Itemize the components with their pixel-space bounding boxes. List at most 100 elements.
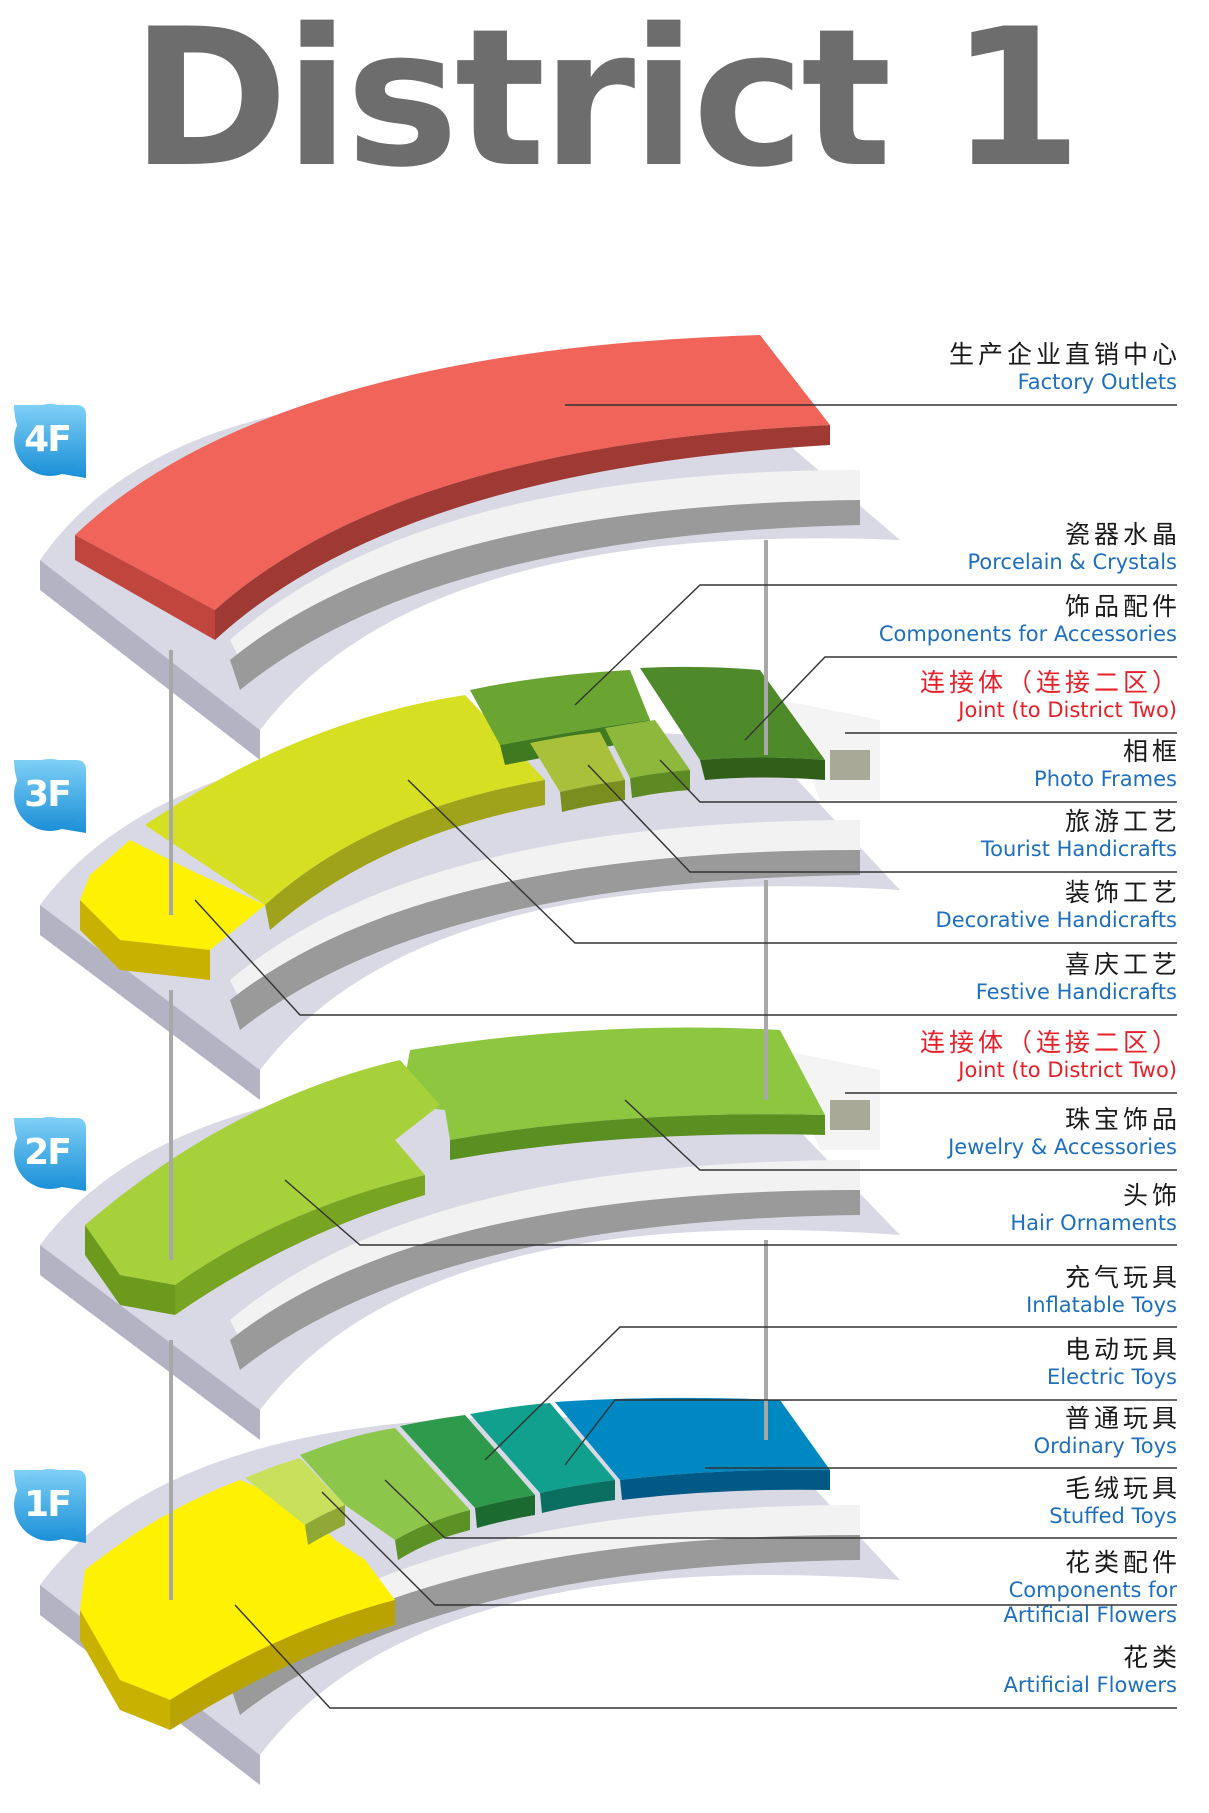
leader-components-accessories — [744, 656, 1177, 741]
label-en: Stuffed Toys — [1049, 1504, 1177, 1528]
floor-3f-base-side — [40, 905, 260, 1100]
label-inflatable-toys: 充气玩具 Inflatable Toys — [1026, 1263, 1177, 1318]
zone-inflatable-toys-front — [475, 1495, 535, 1528]
leader-jewelry — [624, 1099, 1177, 1171]
label-en: Festive Handicrafts — [975, 980, 1177, 1004]
label-factory-outlets: 生产企业直销中心 Factory Outlets — [949, 340, 1177, 395]
floor-badge-2f-label: 2F — [24, 1132, 72, 1173]
leader-electric — [564, 1399, 1177, 1466]
floor-badge-2f: 2F — [12, 1118, 86, 1192]
label-en: Decorative Handicrafts — [935, 908, 1177, 932]
label-en: Artificial Flowers — [1003, 1673, 1178, 1697]
floor-badge-shapes — [14, 404, 86, 1543]
label-ordinary-toys: 普通玩具 Ordinary Toys — [1034, 1404, 1177, 1459]
label-cn: 头饰 — [1122, 1181, 1181, 1210]
label-cn: 喜庆工艺 — [1064, 950, 1181, 979]
floor-2f — [40, 1027, 900, 1440]
zone-decorative-handicrafts — [145, 695, 545, 905]
label-cn: 相框 — [1122, 737, 1181, 766]
leader-flower-components — [321, 1491, 1177, 1606]
label-en: Porcelain & Crystals — [967, 550, 1177, 574]
label-cn: 生产企业直销中心 — [948, 340, 1181, 369]
label-en: Components for Artificial Flowers — [1003, 1578, 1178, 1627]
leader-flowers — [234, 1604, 1177, 1709]
label-cn: 连接体（连接二区） — [919, 1028, 1181, 1057]
badge-circle-1f — [14, 1469, 86, 1541]
zone-factory-outlets-side — [75, 535, 215, 640]
zone-hair-ornaments — [85, 1060, 440, 1285]
label-en: Ordinary Toys — [1033, 1434, 1177, 1458]
badge-circle-4f — [14, 404, 86, 476]
label-photo-frames: 相框 Photo Frames — [1034, 737, 1177, 792]
leader-inflatable — [484, 1326, 1177, 1461]
zone-factory-outlets — [75, 335, 830, 610]
zone-tourist-handicrafts-front — [560, 780, 625, 812]
label-joint-2f: 连接体（连接二区） Joint (to District Two) — [920, 1028, 1177, 1083]
floor-badge-4f: 4F — [12, 405, 86, 479]
floor-2f-white-band — [230, 1160, 860, 1340]
floor-4f-grey-band — [230, 500, 860, 690]
label-cn: 电动玩具 — [1064, 1335, 1181, 1364]
label-en: Joint (to District Two) — [958, 1058, 1177, 1082]
floor-3f-white-band — [230, 820, 860, 1000]
label-porcelain-crystals: 瓷器水晶 Porcelain & Crystals — [967, 520, 1177, 575]
label-en: Jewelry & Accessories — [948, 1135, 1177, 1159]
leader-tourist — [587, 764, 1177, 873]
label-en: Factory Outlets — [1017, 370, 1177, 394]
label-stuffed-toys: 毛绒玩具 Stuffed Toys — [1049, 1474, 1177, 1529]
label-cn: 花类 — [1122, 1643, 1181, 1672]
zone-decorative-handicrafts-front — [265, 780, 545, 930]
floor-3f-joint-face — [830, 750, 870, 780]
label-components-accessories: 饰品配件 Components for Accessories — [879, 592, 1177, 647]
label-cn: 充气玩具 — [1064, 1263, 1181, 1292]
zone-flower-components — [245, 1458, 345, 1525]
label-joint-3f: 连接体（连接二区） Joint (to District Two) — [920, 668, 1177, 723]
zone-electric-toys — [470, 1403, 615, 1493]
label-decorative-handicrafts: 装饰工艺 Decorative Handicrafts — [936, 878, 1177, 933]
label-en: Joint (to District Two) — [958, 698, 1177, 722]
floor-1f — [40, 1397, 900, 1785]
label-cn: 普通玩具 — [1064, 1404, 1181, 1433]
badge-circle-3f — [14, 759, 86, 831]
floor-2f-base-side — [40, 1245, 260, 1440]
floor-4f-base-side — [40, 560, 260, 760]
leader-porcelain — [574, 584, 1177, 706]
label-en: Components for Accessories — [878, 622, 1177, 646]
zone-stuffed-toys — [300, 1428, 470, 1540]
floor-2f-joint-face — [830, 1100, 870, 1130]
floor-4f-white-band — [230, 470, 860, 660]
zone-hair-ornaments-side — [85, 1225, 175, 1315]
zone-factory-outlets-front — [215, 425, 830, 640]
zone-components-accessories — [640, 666, 825, 760]
label-cn: 瓷器水晶 — [1064, 520, 1181, 549]
label-en: Tourist Handicrafts — [980, 837, 1177, 861]
zone-tourist-handicrafts — [530, 732, 625, 792]
leader-stuffed — [384, 1479, 1177, 1539]
zone-hair-ornaments-front — [175, 1175, 425, 1315]
floor-3f-grey-band — [230, 850, 860, 1030]
floor-3f — [40, 666, 900, 1100]
label-cn: 花类配件 — [1064, 1548, 1181, 1577]
zone-ordinary-toys — [555, 1397, 830, 1480]
floor-4f — [40, 335, 900, 760]
zone-ordinary-toys-front — [620, 1469, 830, 1500]
zone-artificial-flowers-side — [80, 1610, 170, 1730]
zone-photo-frames — [605, 720, 690, 778]
label-hair-ornaments: 头饰 Hair Ornaments — [1010, 1181, 1177, 1236]
label-cn: 珠宝饰品 — [1064, 1105, 1181, 1134]
label-cn: 旅游工艺 — [1064, 807, 1181, 836]
floor-badge-3f: 3F — [12, 760, 86, 834]
label-electric-toys: 电动玩具 Electric Toys — [1047, 1335, 1177, 1390]
leader-lines — [194, 404, 1177, 1709]
label-festive-handicrafts: 喜庆工艺 Festive Handicrafts — [976, 950, 1177, 1005]
zone-components-accessories-front — [700, 757, 825, 780]
floor-badge-1f: 1F — [12, 1470, 86, 1544]
leader-hair — [284, 1179, 1177, 1246]
floor-2f-grey-band — [230, 1190, 860, 1370]
support-columns — [169, 540, 768, 1600]
badge-circle-2f — [14, 1117, 86, 1189]
label-en: Inflatable Toys — [1026, 1293, 1177, 1317]
leader-photo-frames — [659, 759, 1177, 803]
zone-jewelry-accessories-front — [450, 1114, 825, 1160]
